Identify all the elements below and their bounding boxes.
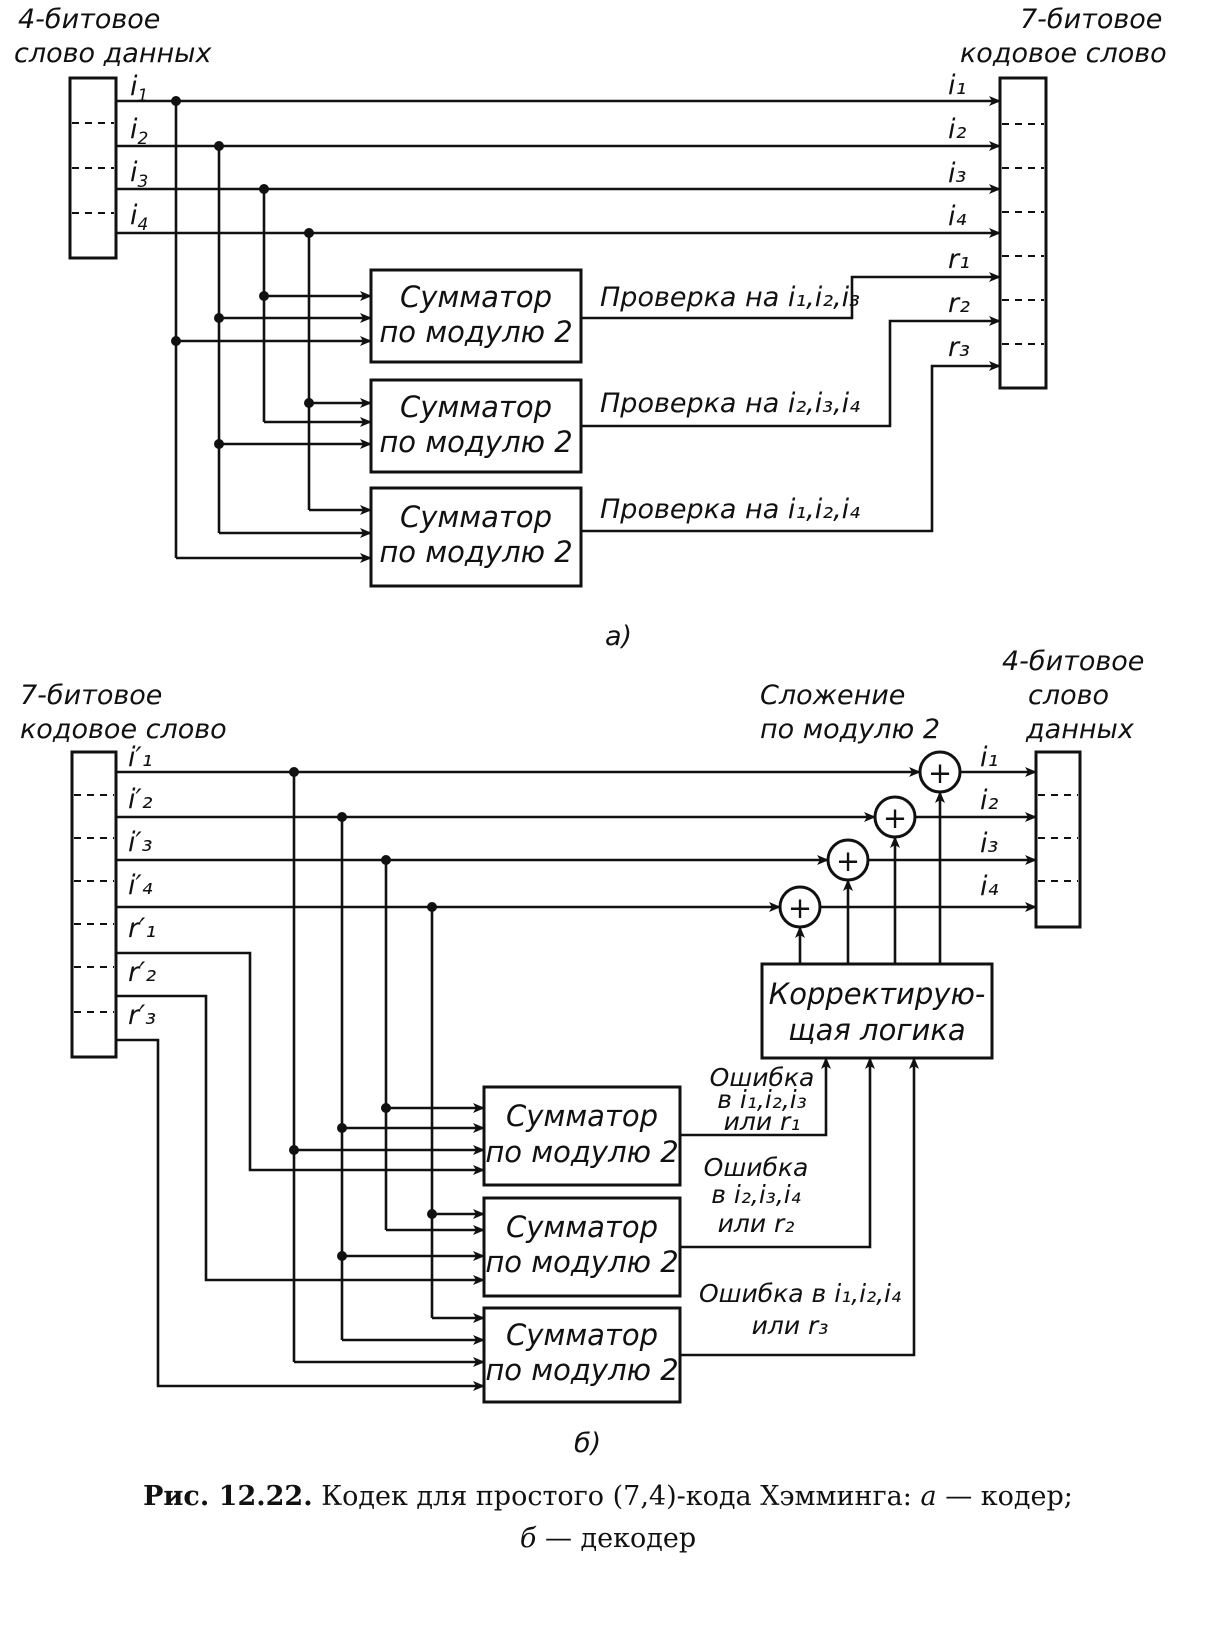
decoder-input-title-2: кодовое слово: [20, 714, 227, 745]
decoder-input-bit-labels: i′₁ i′₂ i′₃ i′₄ r′₁ r′₂ r′₃: [128, 742, 156, 1031]
corrector-line-1: Корректирую-: [769, 977, 986, 1011]
svg-text:+: +: [928, 756, 952, 790]
svg-text:по модулю 2: по модулю 2: [379, 425, 572, 459]
decoder-output-bit-labels: i₁ i₂ i₃ i₄: [980, 742, 999, 902]
svg-text:i1: i1: [130, 71, 148, 106]
svg-text:+: +: [883, 801, 907, 835]
decoder-in-bit-r2: r′₂: [128, 957, 156, 988]
error-1-line-1: Ошибка: [710, 1063, 815, 1092]
svg-text:+: +: [788, 891, 812, 925]
svg-text:+: +: [836, 844, 860, 878]
decoder-output-title-2: слово: [1028, 680, 1109, 711]
encoder-in-bit-3: i: [130, 157, 138, 188]
encoder-out-bit-r2: r₂: [948, 288, 970, 319]
decoder-input-title-1: 7-битовое: [20, 680, 162, 711]
encoder-panel: 4-битовое слово данных 7-битовое кодовое…: [14, 4, 1167, 652]
encoder-out-bit-2: i₂: [948, 114, 967, 145]
decoder-panel: 7-битовое кодовое слово Сложение по моду…: [20, 646, 1144, 1459]
decoder-in-bit-r1: r′₁: [128, 913, 156, 944]
decoder-out-bit-1: i₁: [980, 742, 998, 773]
svg-text:по модулю 2: по модулю 2: [485, 1245, 678, 1279]
error-labels: Ошибка в i₁,i₂,i₃ или r₁ Ошибка в i₂,i₃,…: [699, 1063, 901, 1340]
decoder-input-register: [70, 750, 118, 1059]
decoder-adder-3: [482, 1306, 682, 1404]
error-1-line-2: в i₁,i₂,i₃: [717, 1085, 806, 1114]
decoder-adder-2: [482, 1196, 682, 1298]
decoder-out-bit-4: i₄: [980, 871, 999, 902]
caption-prefix: Рис. 12.22.: [143, 1481, 313, 1512]
decoder-output-title-3: данных: [1025, 714, 1135, 745]
figure-caption: Рис. 12.22. Кодек для простого (7,4)-код…: [0, 1476, 1216, 1560]
error-1-line-3: или r₁: [724, 1107, 801, 1136]
svg-text:i3: i3: [130, 157, 148, 192]
encoder-out-bit-1: i₁: [948, 70, 966, 101]
decoder-in-bit-r3: r′₃: [128, 1000, 156, 1031]
encoder-in-bit-4: i: [130, 200, 138, 231]
encoder-out-bit-3: i₃: [948, 158, 966, 189]
svg-text:i4: i4: [130, 200, 148, 235]
encoder-output-bit-labels: i₁ i₂ i₃ i₄ r₁ r₂ r₃: [948, 70, 970, 363]
caption-a-text: — кодер;: [945, 1481, 1073, 1512]
svg-text:Сумматор: Сумматор: [400, 390, 552, 424]
svg-text:по модулю 2: по модулю 2: [379, 535, 572, 569]
encoder-input-bit-labels: i1 i2 i3 i4: [130, 71, 148, 235]
decoder-xor-title-2: по модулю 2: [760, 714, 940, 745]
decoder-out-bit-2: i₂: [980, 785, 999, 816]
error-3-line-1: Ошибка в i₁,i₂,i₄: [699, 1279, 901, 1308]
encoder-panel-label: а): [605, 621, 632, 652]
encoder-in-bit-2: i: [130, 114, 138, 145]
svg-text:по модулю 2: по модулю 2: [485, 1135, 678, 1169]
decoder-output-register: [1034, 750, 1082, 929]
caption-b-text: — декодер: [544, 1523, 697, 1554]
error-3-line-2: или r₃: [752, 1311, 829, 1340]
decoder-in-bit-2: i′₂: [128, 784, 153, 815]
error-2-line-1: Ошибка: [704, 1153, 809, 1182]
svg-text:Сумматор: Сумматор: [506, 1099, 658, 1133]
encoder-check-2: Проверка на i₂,i₃,i₄: [600, 388, 860, 419]
encoder-output-title-1: 7-битовое: [1020, 4, 1162, 35]
encoder-check-1: Проверка на i₁,i₂,i₃: [600, 282, 860, 313]
caption-b: б: [519, 1523, 537, 1554]
caption-text: Кодек для простого (7,4)-кода Хэмминга:: [321, 1481, 912, 1512]
corrector-line-2: щая логика: [788, 1013, 965, 1047]
encoder-adder-3: [369, 486, 583, 588]
encoder-input-title-2: слово данных: [14, 38, 212, 69]
svg-text:Сумматор: Сумматор: [506, 1318, 658, 1352]
svg-text:i2: i2: [130, 114, 148, 149]
error-2-line-2: в i₂,i₃,i₄: [711, 1180, 800, 1209]
svg-text:Сумматор: Сумматор: [506, 1210, 658, 1244]
decoder-xor-title-1: Сложение: [760, 680, 905, 711]
encoder-input-title-1: 4-битовое: [18, 4, 160, 35]
encoder-adder-2: [369, 378, 583, 474]
svg-text:Сумматор: Сумматор: [400, 280, 552, 314]
encoder-check-3: Проверка на i₁,i₂,i₄: [600, 494, 860, 525]
encoder-in-bit-1: i: [130, 71, 138, 102]
encoder-out-bit-r3: r₃: [948, 332, 970, 363]
decoder-output-title-1: 4-битовое: [1002, 646, 1144, 677]
correcting-logic-block: [760, 962, 994, 1060]
svg-text:Сумматор: Сумматор: [400, 500, 552, 534]
svg-text:по модулю 2: по модулю 2: [485, 1353, 678, 1387]
svg-text:по модулю 2: по модулю 2: [379, 315, 572, 349]
xor-gates: + + + +: [778, 750, 962, 929]
decoder-adder-1: [482, 1085, 682, 1187]
decoder-in-bit-1: i′₁: [128, 742, 152, 773]
decoder-out-bit-3: i₃: [980, 828, 998, 859]
caption-a: а: [920, 1481, 937, 1512]
decoder-in-bit-4: i′₄: [128, 870, 153, 901]
encoder-output-title-2: кодовое слово: [960, 38, 1167, 69]
error-2-line-3: или r₂: [718, 1209, 795, 1238]
encoder-out-bit-r1: r₁: [948, 244, 970, 275]
decoder-panel-label: б): [574, 1428, 601, 1459]
decoder-in-bit-3: i′₃: [128, 827, 152, 858]
encoder-out-bit-4: i₄: [948, 201, 967, 232]
